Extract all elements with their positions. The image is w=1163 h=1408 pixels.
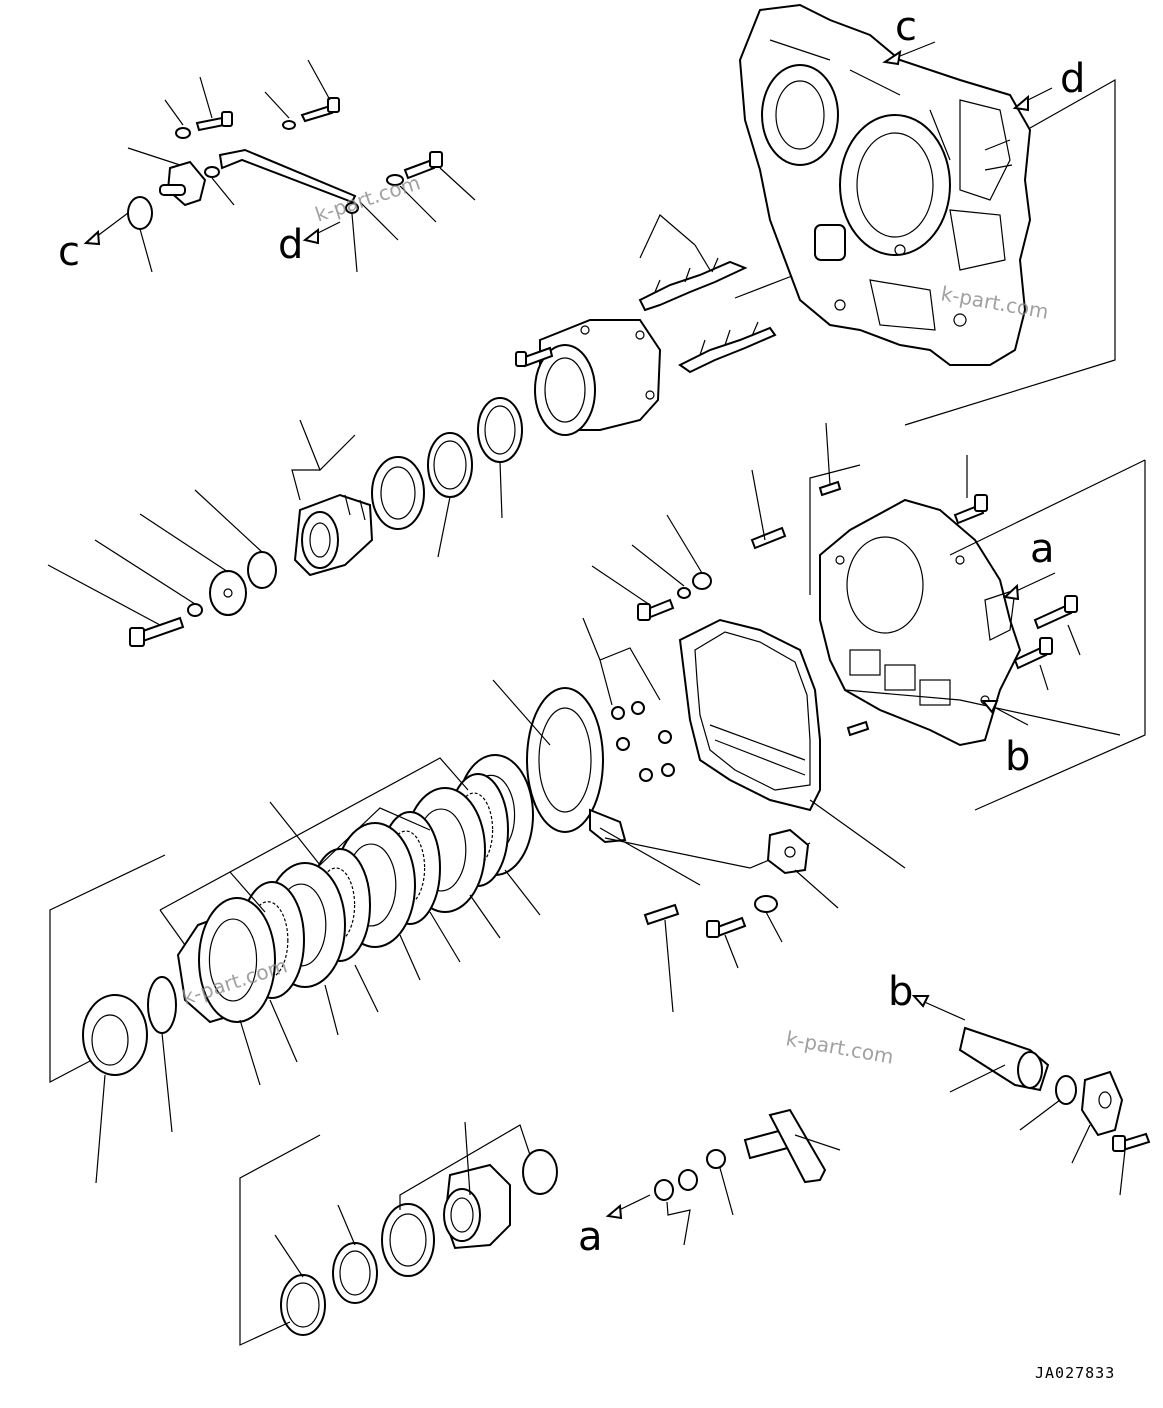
- clips-leader: [639, 214, 696, 259]
- washer-icon: [386, 174, 404, 186]
- nut-icon: [692, 572, 712, 590]
- arrow-c-right: [894, 41, 936, 59]
- dowel-pin: [818, 480, 842, 497]
- leader-line: [269, 999, 298, 1063]
- needle-bearing: [82, 994, 148, 1076]
- washer-icon: [187, 603, 203, 617]
- callout-b-left: b: [888, 969, 913, 1015]
- callout-b-right: b: [1005, 734, 1030, 780]
- gasket: [678, 618, 821, 812]
- leader-line: [429, 911, 461, 963]
- snap-ring-icon: [147, 976, 177, 1034]
- leader-line: [399, 934, 421, 981]
- cover-bracket: [974, 460, 1146, 811]
- bolt-icon: [138, 616, 185, 643]
- callout-d-left: d: [278, 222, 303, 268]
- washer-icon: [175, 127, 191, 139]
- disc-bracket-left: [49, 854, 166, 1083]
- callout-a-left: a: [578, 1214, 603, 1260]
- nut-icon: [204, 166, 220, 178]
- top-left-leaders: [83, 59, 476, 273]
- coupling-yoke: [293, 493, 374, 577]
- callout-c-left: c: [58, 229, 80, 275]
- disc-bore: [454, 792, 494, 868]
- leader-line: [504, 869, 541, 916]
- washer-icon: [754, 895, 778, 913]
- o-ring-icon: [127, 196, 153, 230]
- dowel-pin: [643, 903, 680, 926]
- arrow-head: [882, 49, 902, 66]
- disc-bore: [386, 830, 426, 906]
- arrow-head: [1012, 94, 1029, 112]
- sensor-mount: [1080, 1070, 1124, 1137]
- stopper-block: [766, 828, 810, 875]
- cap-icon: [522, 1149, 558, 1195]
- callout-d-right: d: [1060, 56, 1085, 102]
- housing-bracket-line: [904, 78, 1116, 426]
- dowel-pin: [750, 526, 787, 550]
- needle-roller: [678, 1169, 698, 1191]
- clutch-hub: [443, 1149, 558, 1250]
- snap-ring-clips: [638, 257, 777, 374]
- needle-roller: [654, 1179, 674, 1201]
- cover-plate: [819, 498, 1022, 747]
- seal-ring: [371, 456, 425, 530]
- leader-line: [239, 1019, 261, 1086]
- speed-sensor-cluster: [127, 97, 443, 230]
- steel-balls: [611, 701, 675, 782]
- clutch-disc-stack: [176, 754, 541, 1086]
- output-shaft-sleeve: [958, 1026, 1050, 1092]
- o-ring-icon: [1055, 1075, 1077, 1105]
- watermark-text: k-part.com: [784, 1026, 895, 1069]
- watermark-text: k-part.com: [312, 170, 423, 226]
- clips-housing-leader: [734, 275, 793, 299]
- shift-lever: [743, 1108, 827, 1184]
- leader-line: [469, 894, 501, 939]
- o-ring-icon: [247, 551, 277, 589]
- disc-bore: [316, 867, 356, 943]
- pin-bracket: [809, 464, 861, 595]
- bolt-icon: [195, 116, 226, 132]
- clips-leader: [694, 244, 711, 271]
- leader-line: [354, 964, 379, 1013]
- clutch-piston: [526, 687, 627, 844]
- callout-c-right: c: [895, 4, 917, 50]
- washer-icon: [677, 587, 691, 599]
- washer-plate: [209, 570, 247, 616]
- bearing-retainer: [515, 319, 662, 436]
- drawing-code: JA027833: [1035, 1364, 1115, 1382]
- transmission-housing: [738, 3, 1032, 366]
- leader-line: [324, 984, 339, 1036]
- washer-icon: [706, 1149, 726, 1169]
- disc-bore: [208, 918, 258, 1002]
- harness-bracket: [218, 148, 357, 204]
- washer-icon: [282, 120, 296, 130]
- dowel-pin: [846, 720, 870, 737]
- callout-a-right: a: [1030, 526, 1055, 572]
- sensor-flange: [166, 160, 207, 207]
